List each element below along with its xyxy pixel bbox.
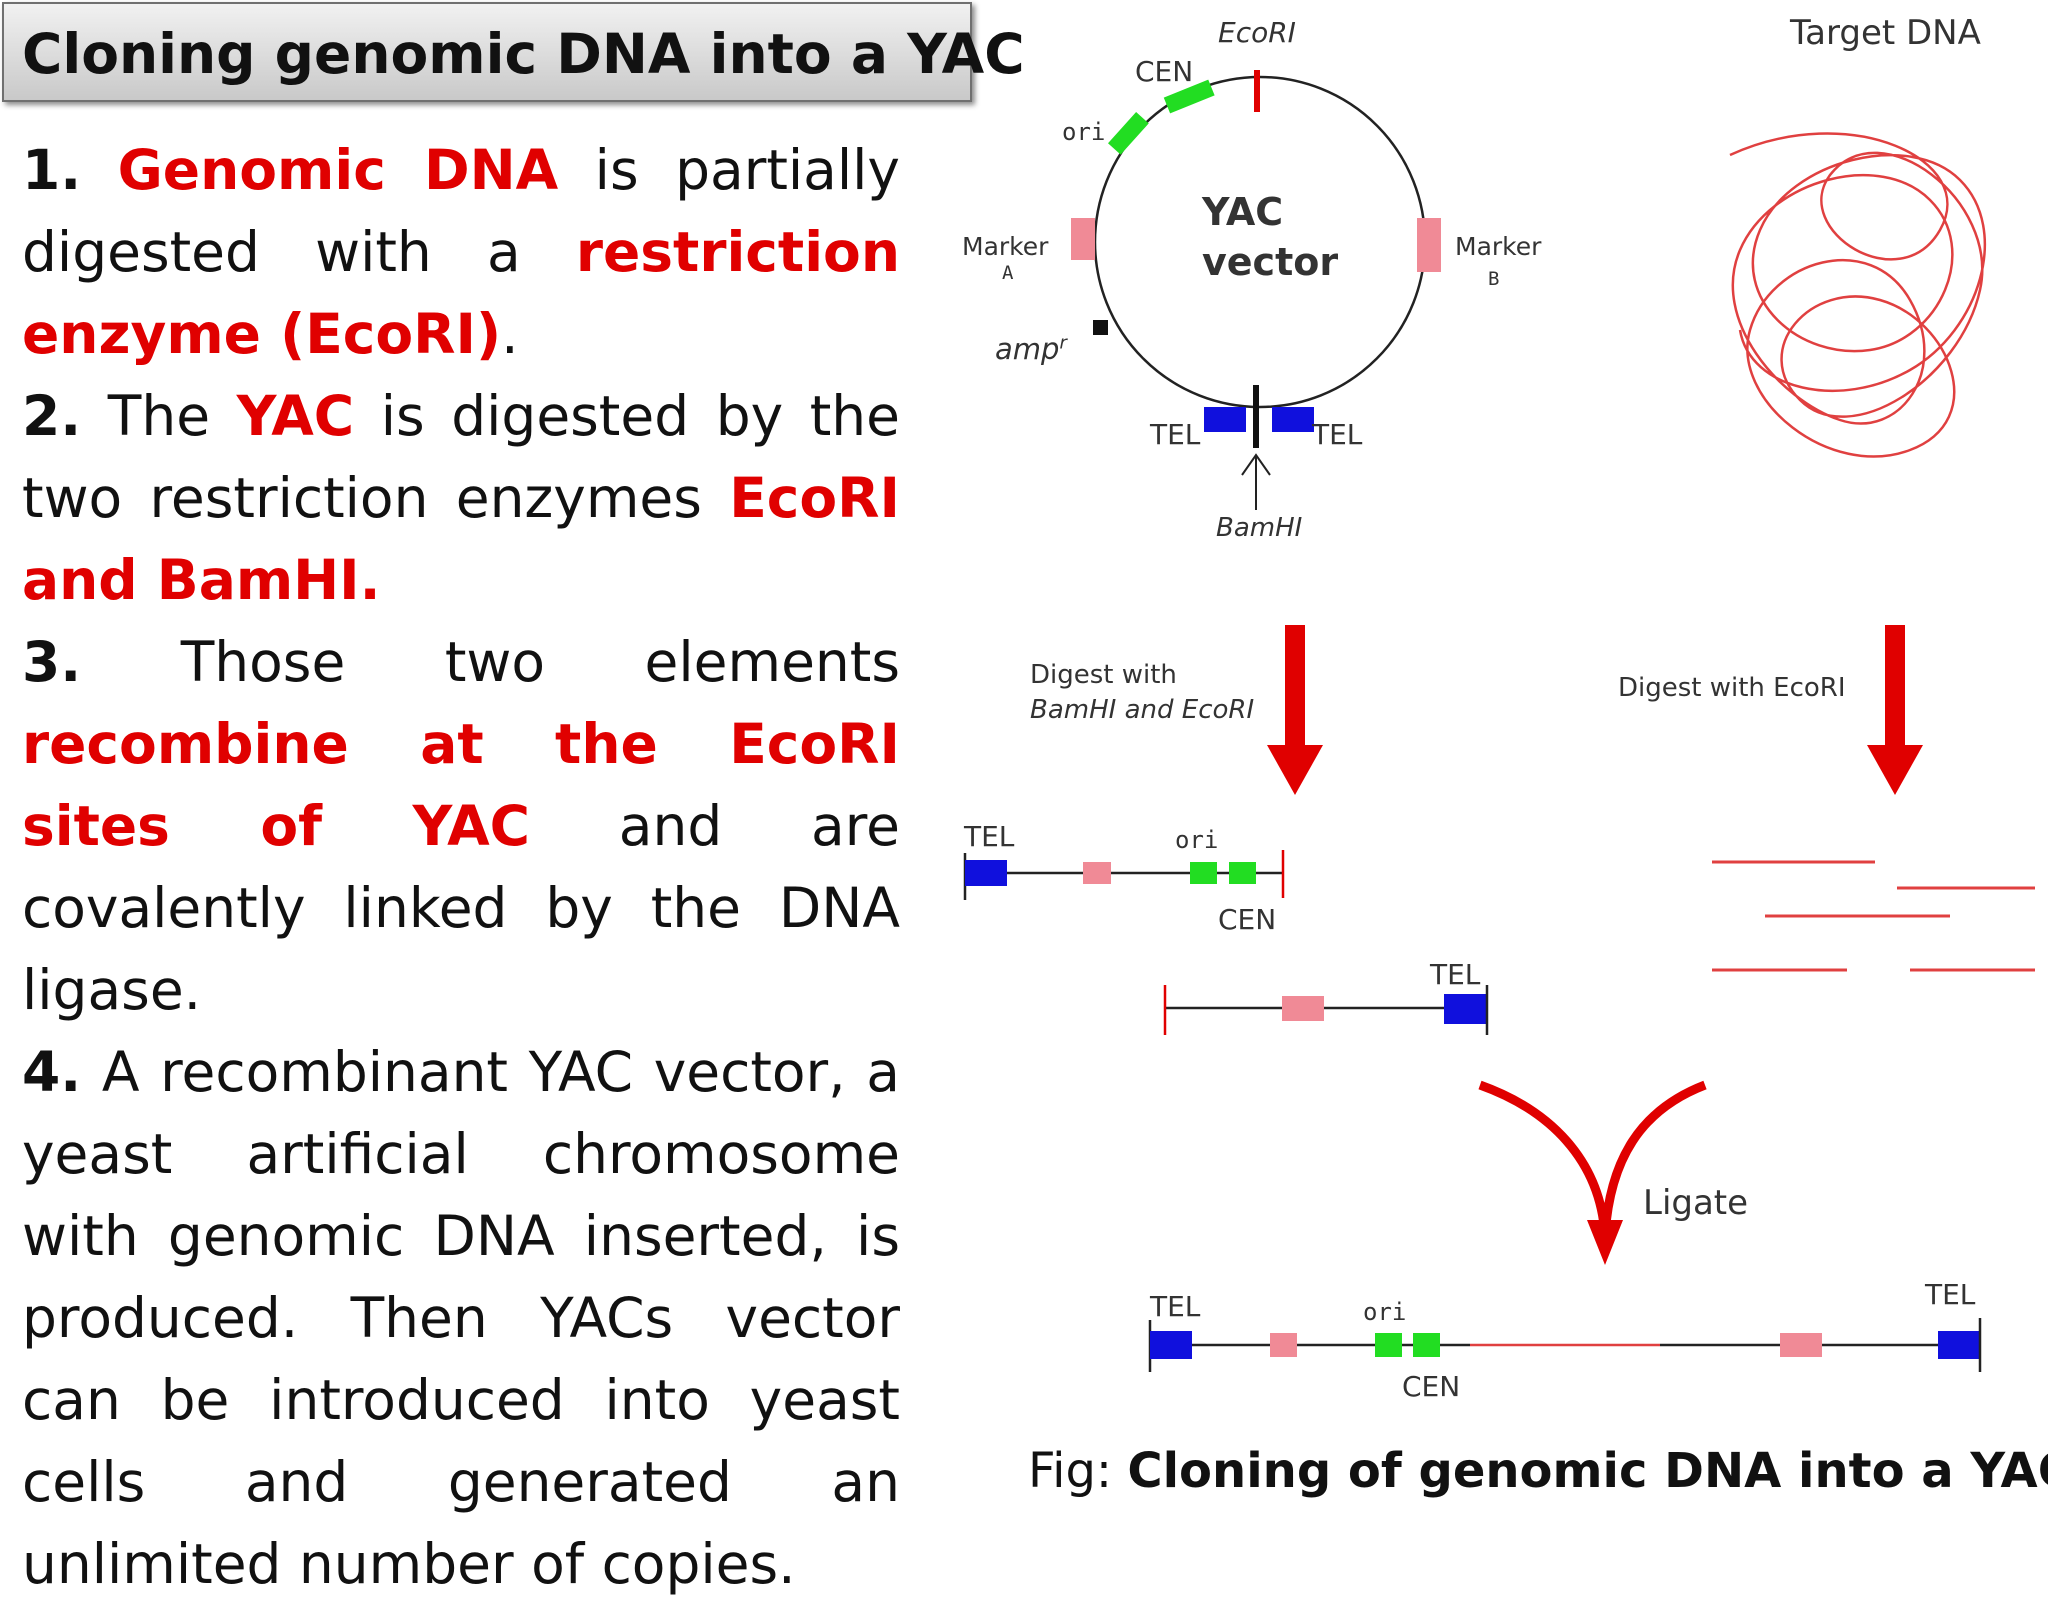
marker-a-element	[1071, 218, 1095, 260]
slide-title: Cloning genomic DNA into a YAC	[2, 2, 1025, 102]
yac-label: YAC	[1202, 190, 1284, 234]
digest-left-arrow-head	[1267, 745, 1323, 795]
target-dna-tangle	[1729, 132, 1986, 458]
final-cen-label: CEN	[1402, 1370, 1461, 1403]
ori-element	[1108, 112, 1149, 155]
arm-1-cen-label: CEN	[1218, 903, 1277, 936]
tel-left-element	[1204, 407, 1246, 432]
step-1-enzyme: restriction enzyme (EcoRI)	[22, 220, 900, 366]
final-marker-a	[1270, 1333, 1297, 1357]
step-2-text-b: is digested by the two restriction enzym…	[22, 384, 900, 530]
digest-left-arrow-shaft	[1285, 625, 1305, 750]
final-ori-label: ori	[1363, 1298, 1407, 1326]
final-ori	[1375, 1333, 1402, 1357]
ampr-superscript: r	[1059, 332, 1067, 354]
arm-2-tel	[1444, 994, 1487, 1024]
ecori-top-label: EcoRI	[1218, 16, 1296, 49]
digest-right-arrow-head	[1867, 745, 1923, 795]
marker-a-letter: A	[1002, 262, 1014, 284]
step-4: 4. A recombinant YAC vector, a yeast art…	[22, 1031, 900, 1605]
step-3-recombine: recombine at the EcoRI sites of YAC	[22, 712, 900, 858]
steps-text: 1. Genomic DNA is partially digested wit…	[22, 129, 900, 1605]
final-tel-left-label: TEL	[1150, 1290, 1201, 1323]
step-4-text: A recombinant YAC vector, a yeast artifi…	[22, 1040, 900, 1596]
cen-top-label: CEN	[1135, 55, 1194, 88]
step-1-number: 1.	[22, 138, 82, 202]
ampr-text: amp	[995, 332, 1060, 366]
final-tel-left	[1150, 1331, 1192, 1359]
final-tel-right	[1938, 1331, 1980, 1359]
step-2-text-a: The	[81, 384, 237, 448]
marker-b-label: Marker	[1455, 232, 1542, 261]
arm-2-marker	[1282, 996, 1324, 1021]
final-tel-right-label: TEL	[1925, 1278, 1976, 1311]
ori-top-label: ori	[1062, 118, 1106, 146]
step-3: 3. Those two elements recombine at the E…	[22, 621, 900, 1031]
digest-right-label: Digest with EcoRI	[1618, 673, 1846, 703]
tel-right-label: TEL	[1312, 418, 1363, 451]
figure-caption: Fig: Cloning of genomic DNA into a YAC	[1028, 1443, 2048, 1499]
arm-1-tel-label: TEL	[964, 820, 1015, 853]
arm-1-cen	[1229, 862, 1256, 884]
cen-element	[1163, 79, 1215, 114]
arm-1-tel	[965, 860, 1007, 886]
step-1-text: is partially digested with a	[22, 138, 900, 284]
digest-left-label-1: Digest with	[1030, 660, 1177, 690]
step-3-number: 3.	[22, 630, 82, 694]
ligate-label: Ligate	[1643, 1183, 1749, 1223]
ligate-arrow-left	[1478, 1080, 1610, 1236]
caption-title: Cloning of genomic DNA into a YAC	[1127, 1443, 2048, 1499]
caption-prefix: Fig:	[1028, 1443, 1128, 1499]
arm-1-marker	[1083, 862, 1111, 884]
bamhi-arrow-head	[1241, 453, 1271, 476]
step-2: 2. The YAC is digested by the two restri…	[22, 375, 900, 621]
ampr-element	[1093, 320, 1108, 335]
ampr-label: ampr	[995, 332, 1067, 366]
marker-a-label: Marker	[962, 232, 1049, 261]
figure-graphics	[963, 70, 2035, 1372]
arm-2-tel-label: TEL	[1430, 958, 1481, 991]
step-2-enzymes: EcoRI and BamHI.	[22, 466, 900, 612]
final-cen	[1413, 1333, 1440, 1357]
step-4-number: 4.	[22, 1040, 82, 1104]
step-3-text-b: and are covalently linked by the DNA lig…	[22, 794, 900, 1022]
step-1: 1. Genomic DNA is partially digested wit…	[22, 129, 900, 375]
final-marker-b	[1780, 1333, 1822, 1357]
step-3-text-a: Those two elements	[81, 630, 900, 694]
yac-cloning-figure: EcoRI CEN ori YAC vector Marker A Marker…	[950, 0, 2048, 1536]
ligate-arrow-right	[1600, 1080, 1707, 1236]
arm-1-ori	[1190, 862, 1217, 884]
vector-label: vector	[1202, 240, 1339, 284]
digest-right-arrow-shaft	[1885, 625, 1905, 750]
marker-b-letter: B	[1488, 268, 1500, 290]
target-dna-label: Target DNA	[1790, 13, 1981, 53]
tel-right-element	[1272, 407, 1314, 432]
tel-left-label: TEL	[1150, 418, 1201, 451]
step-1-genomic-dna: Genomic DNA	[117, 138, 559, 202]
arm-1-ori-label: ori	[1175, 826, 1219, 854]
step-2-number: 2.	[22, 384, 82, 448]
bamhi-label: BamHI	[1216, 513, 1303, 543]
step-2-yac: YAC	[236, 384, 355, 448]
marker-b-element	[1417, 218, 1441, 272]
ligate-arrow-head	[1587, 1220, 1623, 1265]
digest-left-label-2: BamHI and EcoRI	[1030, 695, 1255, 725]
step-1-end: .	[501, 302, 519, 366]
